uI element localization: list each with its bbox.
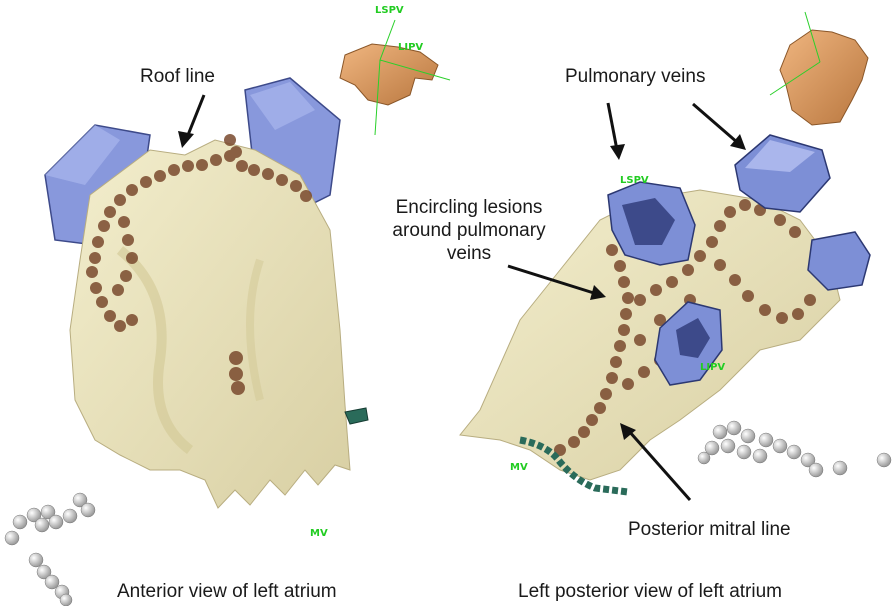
pulmonary-veins-label: Pulmonary veins [565, 65, 705, 88]
pv-arrow-right [693, 104, 738, 143]
posterior-mitral-label: Posterior mitral line [628, 518, 791, 541]
right-mv-tag: MV [510, 462, 528, 473]
left-torso-tag: LIPV [398, 42, 423, 53]
pv-arrow-left [608, 103, 617, 150]
left-electrode-spheres [5, 493, 95, 606]
right-lspv-tag: LSPV [620, 175, 649, 186]
right-torso-orientation-icon [770, 12, 868, 125]
encircling-line-1: Encircling lesions [374, 196, 564, 219]
encircling-lesions-label: Encircling lesions around pulmonary vein… [374, 196, 564, 265]
right-electrode-spheres [698, 421, 891, 477]
left-torso-orientation-icon [340, 20, 450, 135]
encircling-line-3: veins [374, 242, 564, 265]
left-top-tag: LSPV [375, 5, 404, 16]
left-mv-tag: MV [310, 528, 328, 539]
right-lipv-tag: LIPV [700, 362, 725, 373]
left-atrium-model: LSPV LIPV MV [5, 5, 450, 606]
roof-line-label: Roof line [140, 65, 215, 88]
encircling-line-2: around pulmonary [374, 219, 564, 242]
caption-left: Anterior view of left atrium [117, 580, 337, 603]
left-catheter [345, 408, 368, 424]
mitral-arrow [628, 430, 690, 500]
caption-right: Left posterior view of left atrium [518, 580, 782, 603]
